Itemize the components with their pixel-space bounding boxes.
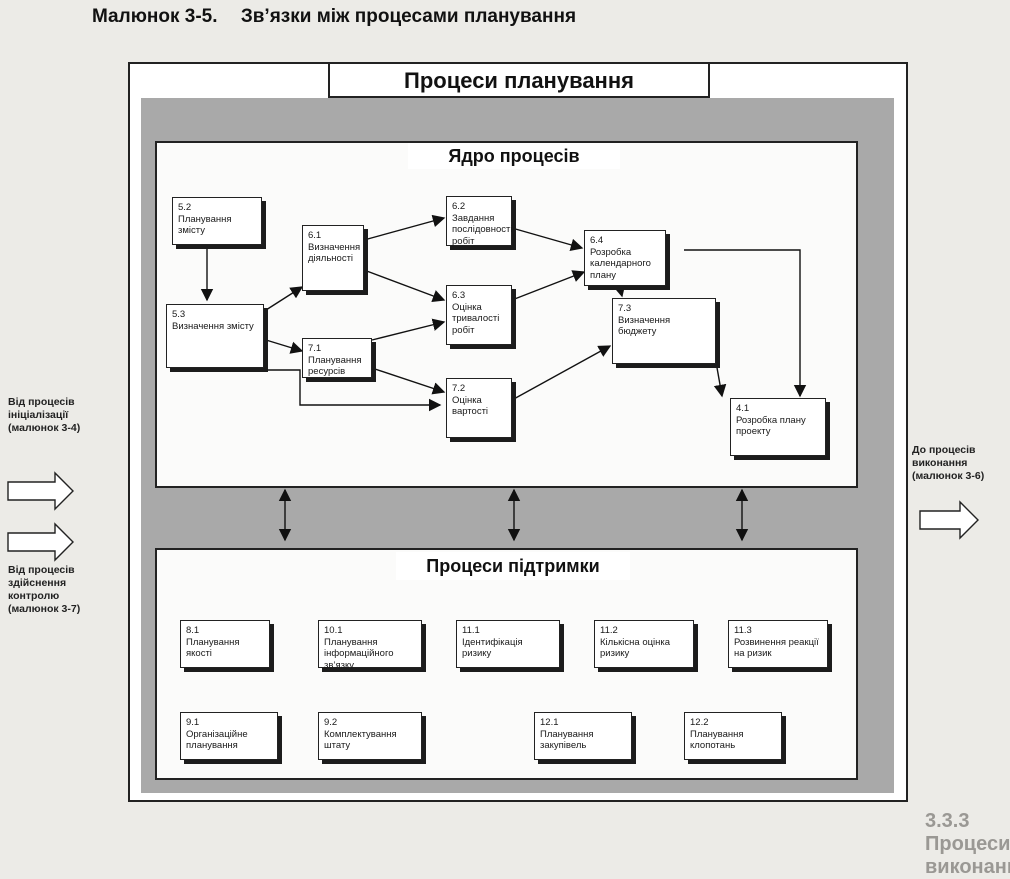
input-arrow-initiation	[7, 471, 74, 511]
figure-caption: Малюнок 3-5. Зв’язки між процесами плану…	[92, 6, 576, 28]
figure-number: Малюнок 3-5.	[92, 6, 218, 27]
input-arrow-control	[7, 522, 74, 562]
planning-processes-title: Процеси планування	[328, 64, 710, 98]
support-processes-title: Процеси підтримки	[396, 552, 630, 580]
input-label-initiation: Від процесів ініціалізації (малюнок 3-4)	[8, 396, 81, 434]
footer-section-heading: 3.3.3 Процеси виконання	[925, 810, 1010, 878]
output-label-execution: До процесів виконання (малюнок 3-6)	[912, 444, 985, 482]
input-label-control: Від процесів здійснення контролю (малюно…	[8, 564, 81, 615]
output-arrow-execution	[919, 500, 979, 540]
figure-title: Зв’язки між процесами планування	[240, 6, 577, 27]
core-processes-title: Ядро процесів	[408, 143, 620, 169]
connector-lines	[7, 214, 979, 562]
